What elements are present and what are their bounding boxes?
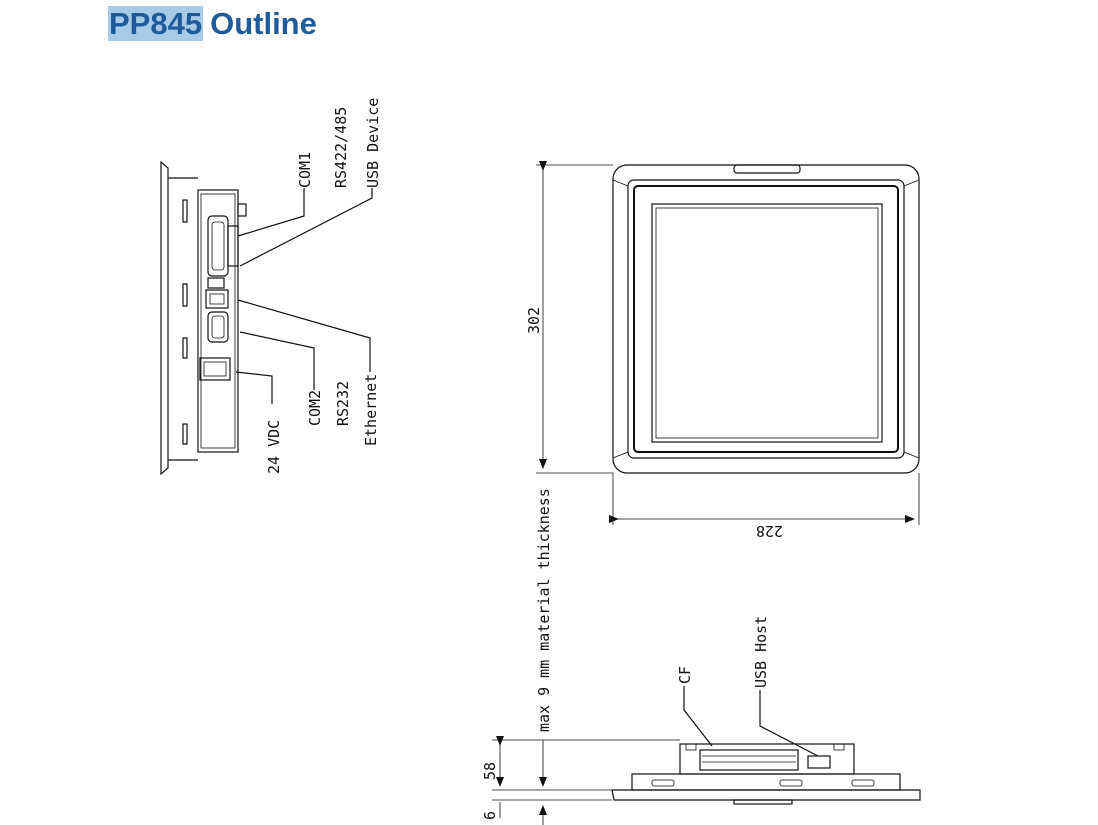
dim-depth: 58 xyxy=(481,762,499,780)
dim-width: 228 xyxy=(756,522,783,540)
usb-host-port xyxy=(807,755,831,769)
cf-slot xyxy=(699,749,799,771)
side-bezel xyxy=(160,160,169,476)
label-usb-device: USB Device xyxy=(364,98,382,188)
label-rs422: RS422/485 xyxy=(332,107,350,188)
label-24vdc: 24 VDC xyxy=(265,420,283,474)
front-view: 302 228 xyxy=(525,161,920,540)
title-rest: Outline xyxy=(210,6,317,41)
bottom-bezel xyxy=(611,789,921,801)
label-com1: COM1 xyxy=(296,152,314,188)
dim-height: 302 xyxy=(525,307,543,334)
title-model: PP845 xyxy=(108,6,204,41)
ethernet-port xyxy=(205,289,229,309)
front-screen xyxy=(651,203,883,443)
usb-device-port xyxy=(207,277,225,289)
label-com2: COM2 xyxy=(306,390,324,426)
bottom-view: 58 6 max 9 mm material thickness CF USB … xyxy=(481,488,921,825)
power-connector xyxy=(199,357,231,381)
material-thickness-note: max 9 mm material thickness xyxy=(535,488,553,732)
dim-bezel: 6 xyxy=(481,811,499,820)
side-view: COM1 RS422/485 USB Device 24 VDC COM2 RS… xyxy=(160,98,382,476)
front-outer-frame xyxy=(612,164,920,474)
label-rs232: RS232 xyxy=(334,381,352,426)
label-cf: CF xyxy=(676,666,694,684)
label-usb-host: USB Host xyxy=(752,616,770,688)
label-ethernet: Ethernet xyxy=(362,374,380,446)
com2-connector xyxy=(207,311,229,343)
com1-connector xyxy=(207,215,229,277)
